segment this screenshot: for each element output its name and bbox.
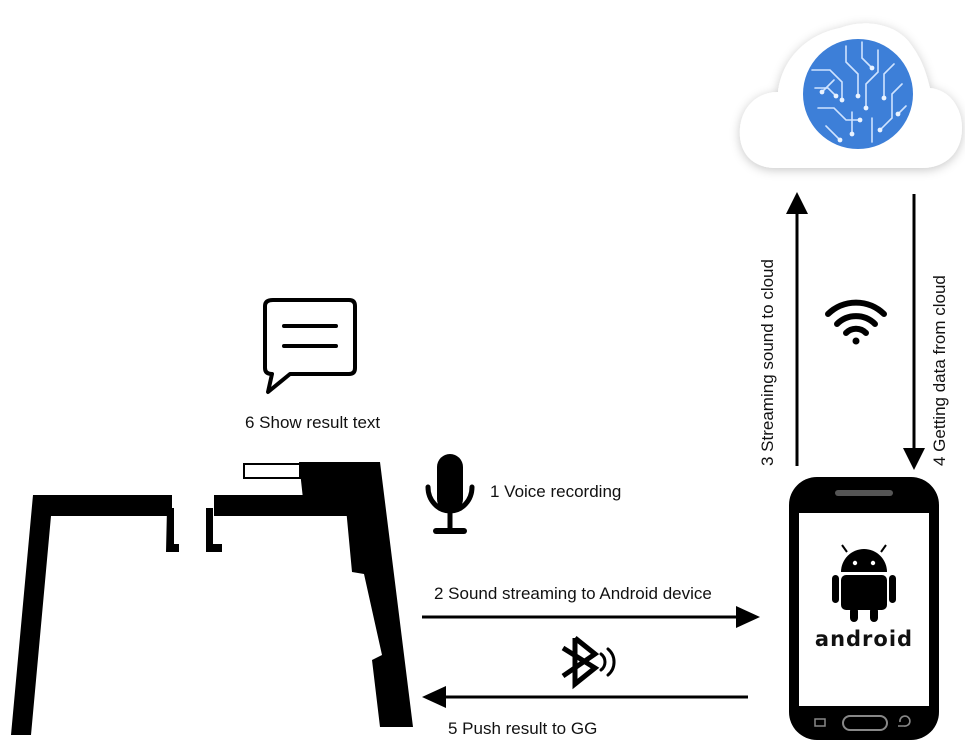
- step1-label: 1 Voice recording: [490, 482, 621, 501]
- stream-to-phone-arrow: [422, 606, 760, 628]
- circuit-brain-icon: [803, 39, 913, 149]
- android-brand-text: android: [815, 627, 913, 651]
- step3-label: 3 Streaming sound to cloud: [758, 259, 777, 466]
- step5-label: 5 Push result to GG: [448, 719, 597, 738]
- upload-arrow: [786, 192, 808, 466]
- bluetooth-icon: [563, 638, 614, 684]
- push-result-arrow: [422, 686, 748, 708]
- step6-label: 6 Show result text: [245, 413, 380, 432]
- chat-bubble-icon: [265, 300, 355, 392]
- step2-label: 2 Sound streaming to Android device: [434, 584, 712, 603]
- wifi-icon: [828, 303, 884, 345]
- microphone-icon: [428, 454, 472, 531]
- smart-glasses-icon: [11, 462, 413, 735]
- android-phone: android: [789, 477, 939, 740]
- step4-label: 4 Getting data from cloud: [930, 275, 949, 466]
- download-arrow: [903, 194, 925, 470]
